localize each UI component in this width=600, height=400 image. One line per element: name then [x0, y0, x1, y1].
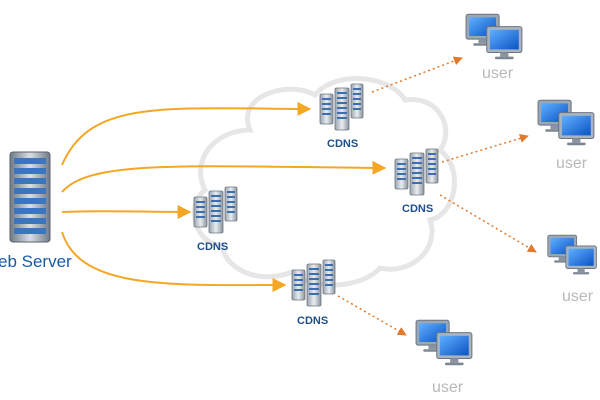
computer-monitors-icon: [547, 234, 597, 275]
edge-origin-cdns-top: [61, 101, 312, 166]
edge-cdns-top-user-top: [371, 56, 463, 93]
user-node-right-2: user: [547, 234, 597, 305]
cdn-node-label: CDNS: [297, 315, 328, 327]
web-server-icon: [9, 151, 51, 243]
computer-monitors-icon: [537, 99, 595, 146]
cdn-node-bottom: CDNS: [291, 259, 336, 327]
computer-monitors-icon: [415, 319, 473, 366]
user-label: user: [482, 65, 514, 82]
user-node-bottom: user: [415, 319, 473, 396]
edge-cdns-right-user-right-1: [441, 134, 529, 163]
edge-origin-cdns-right: [61, 160, 387, 193]
edge-cdns-bottom-user-bottom: [337, 295, 407, 336]
cdn-node-label: CDNS: [402, 203, 433, 215]
origin-edges: [61, 101, 387, 293]
cdn-node-left: CDNS: [193, 186, 238, 253]
user-node-top: user: [465, 13, 523, 82]
cdn-node-top: CDNS: [319, 83, 364, 150]
user-edges: [337, 56, 537, 336]
edge-cdns-right-user-right-2: [439, 194, 537, 253]
cdn-node-label: CDNS: [197, 241, 228, 253]
user-node-right-1: user: [537, 99, 595, 172]
edge-origin-cdns-left: [61, 204, 192, 219]
cdn-node-label: CDNS: [327, 138, 358, 150]
web-server-node: eb Server: [0, 151, 72, 271]
user-label: user: [556, 155, 588, 172]
web-server-label: eb Server: [0, 252, 72, 271]
cdn-node-right: CDNS: [394, 148, 439, 215]
user-label: user: [562, 288, 594, 305]
user-label: user: [432, 379, 464, 396]
computer-monitors-icon: [465, 13, 523, 60]
edge-origin-cdns-bottom: [61, 231, 287, 293]
